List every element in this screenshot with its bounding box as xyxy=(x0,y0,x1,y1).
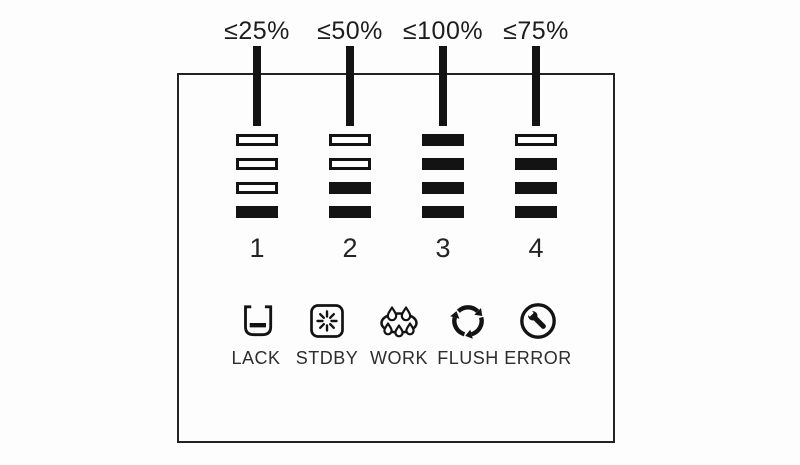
threshold-label: ≤75% xyxy=(503,17,569,45)
status-lack: LACK xyxy=(211,299,301,369)
bar-segment xyxy=(329,206,371,218)
bar-segment xyxy=(236,206,278,218)
bar-segment xyxy=(236,158,278,170)
bar-segment xyxy=(329,158,371,170)
bar-segment xyxy=(515,206,557,218)
droplets-icon xyxy=(376,299,422,343)
pointer-stem xyxy=(346,46,354,126)
panel-frame xyxy=(177,73,615,443)
level-bars xyxy=(329,134,371,218)
level-column-3: ≤100% 3 xyxy=(403,16,483,264)
bar-segment xyxy=(422,158,464,170)
starburst-icon xyxy=(307,299,347,343)
status-stdby: STDBY xyxy=(282,299,372,369)
pointer-stem xyxy=(532,46,540,126)
wrench-circle-icon xyxy=(517,299,559,343)
bar-segment xyxy=(515,134,557,146)
pointer-stem xyxy=(253,46,261,126)
status-label: LACK xyxy=(231,348,281,368)
bar-segment xyxy=(515,158,557,170)
status-label: WORK xyxy=(370,348,428,368)
tank-low-icon xyxy=(235,299,277,343)
level-bars xyxy=(236,134,278,218)
pointer-stem xyxy=(439,46,447,126)
bar-segment xyxy=(329,134,371,146)
status-label: STDBY xyxy=(295,348,359,368)
bar-segment xyxy=(515,182,557,194)
column-number: 2 xyxy=(342,233,358,263)
bar-segment xyxy=(236,134,278,146)
level-column-1: ≤25% 1 xyxy=(217,16,297,264)
bar-segment xyxy=(422,206,464,218)
level-bars xyxy=(422,134,464,218)
status-error: ERROR xyxy=(493,299,583,369)
bar-segment xyxy=(422,182,464,194)
column-number: 1 xyxy=(249,233,265,263)
bar-segment xyxy=(422,134,464,146)
level-column-2: ≤50% 2 xyxy=(310,16,390,264)
threshold-label: ≤50% xyxy=(317,17,383,45)
column-number: 4 xyxy=(528,233,544,263)
circular-arrows-icon xyxy=(447,299,489,343)
status-label: FLUSH xyxy=(437,348,499,368)
bar-segment xyxy=(236,182,278,194)
status-flush: FLUSH xyxy=(423,299,513,369)
threshold-label: ≤100% xyxy=(402,17,484,45)
status-work: WORK xyxy=(354,299,444,369)
bar-segment xyxy=(329,182,371,194)
level-bars xyxy=(515,134,557,218)
status-label: ERROR xyxy=(504,348,572,368)
threshold-label: ≤25% xyxy=(224,17,290,45)
level-column-4: ≤75% 4 xyxy=(496,16,576,264)
column-number: 3 xyxy=(435,233,451,263)
